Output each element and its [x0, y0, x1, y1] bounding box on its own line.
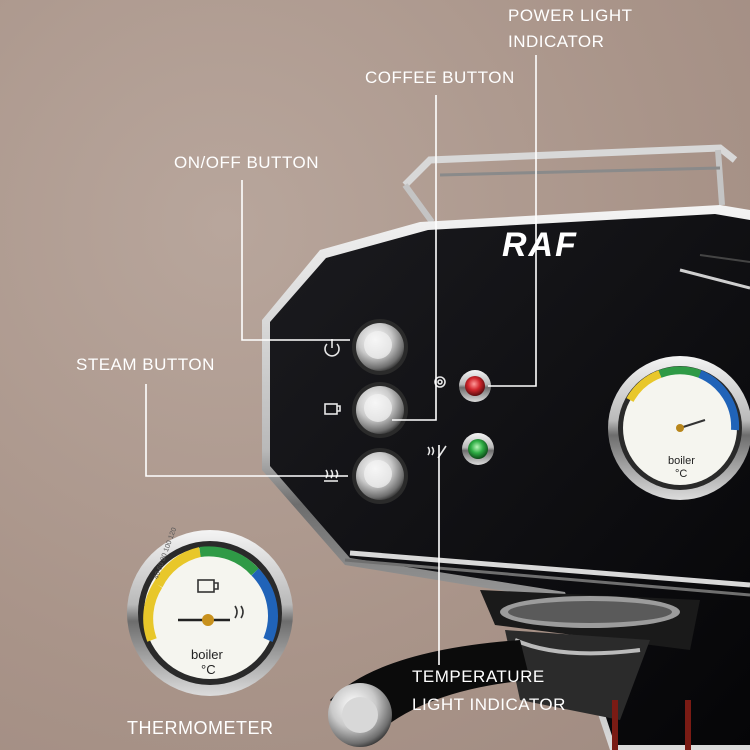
- portafilter-handle: [328, 640, 530, 747]
- coffee-button-label: COFFEE BUTTON: [365, 68, 515, 87]
- onoff-button-label: ON/OFF BUTTON: [174, 153, 320, 172]
- cup-icon: [197, 579, 219, 593]
- power-light-indicator: [459, 370, 491, 402]
- onoff-button[interactable]: [352, 319, 408, 375]
- machine-gauge-text-boiler: boiler: [668, 455, 695, 467]
- group-head: [480, 590, 700, 720]
- steam-button[interactable]: [352, 448, 408, 504]
- temperature-light-indicator: [462, 433, 494, 465]
- power-light-icon: [434, 376, 446, 388]
- cup-icon: [324, 403, 341, 415]
- steam-button-label: STEAM BUTTON: [76, 355, 215, 374]
- temperature-label-line2: LIGHT INDICATOR: [412, 695, 566, 714]
- temperature-label-line1: TEMPERATURE: [412, 667, 545, 686]
- coffee-button[interactable]: [352, 382, 408, 438]
- steam-icon: [324, 469, 339, 482]
- machine-boiler-gauge: [608, 356, 750, 500]
- thermometer-gauge-text-unit: °C: [201, 662, 216, 677]
- thermometer-gauge-text-boiler: boiler: [191, 647, 223, 662]
- machine-gauge-text-unit: °C: [675, 468, 688, 480]
- coffee-stream: [612, 700, 691, 750]
- steam-icon: [234, 605, 244, 619]
- power-light-label-line1: POWER LIGHT: [508, 6, 633, 25]
- thermometer-label: THERMOMETER: [127, 718, 274, 738]
- thermometer-gauge: [127, 530, 293, 696]
- brand-logo: RAF: [502, 226, 578, 264]
- power-light-label-line2: INDICATOR: [508, 32, 605, 51]
- callout-lines: [145, 55, 537, 665]
- cup-tray-rail: [402, 144, 738, 224]
